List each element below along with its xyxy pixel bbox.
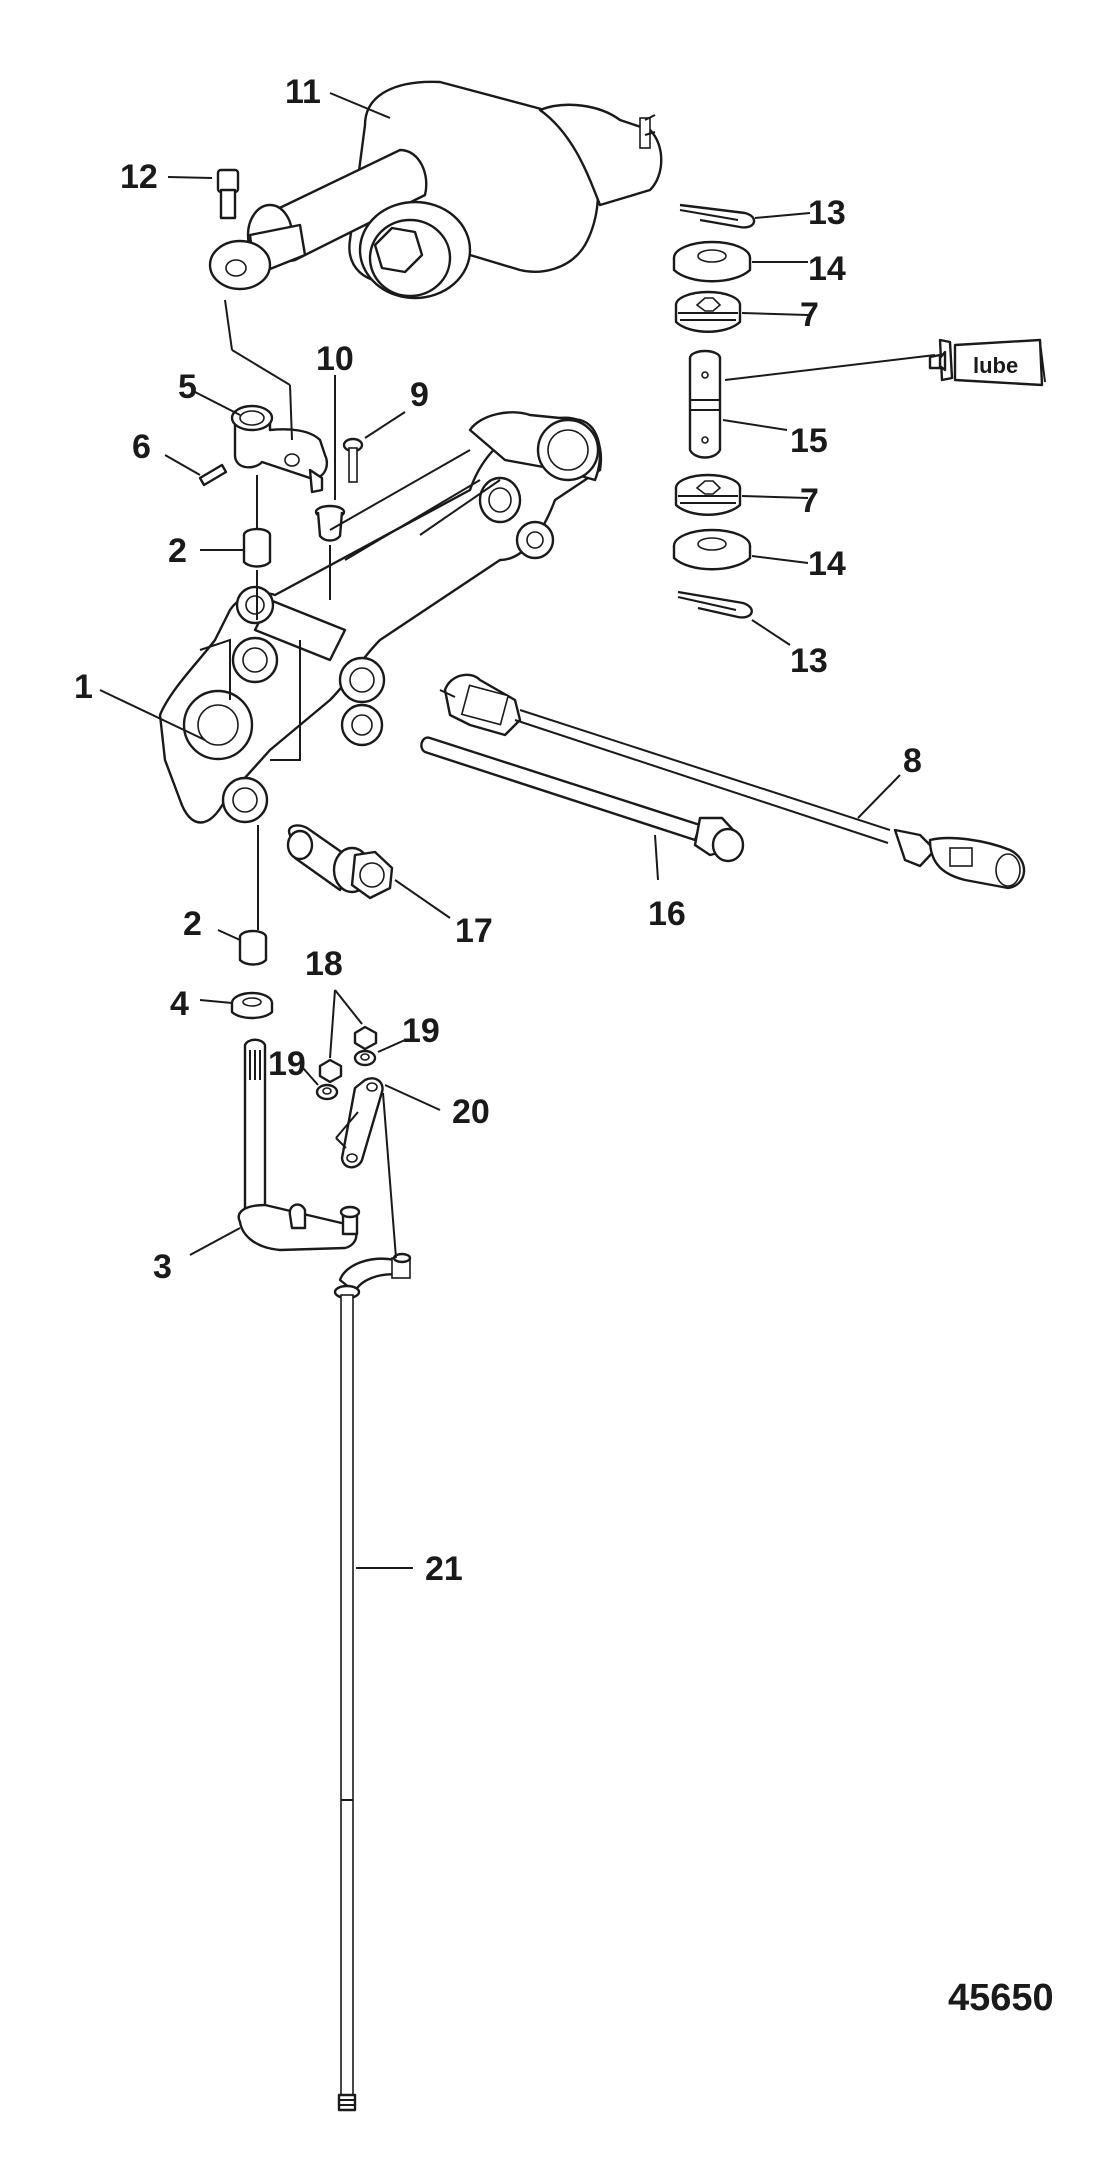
- part-13-cotter-pin-lower: [677, 590, 753, 619]
- callout-4: 4: [170, 985, 189, 1023]
- part-14-washer-upper: [672, 240, 752, 283]
- callout-15: 15: [790, 422, 828, 460]
- part-18-nut-left: [318, 1058, 343, 1084]
- part-9-screw: [342, 437, 364, 483]
- callout-13-upper: 13: [808, 194, 846, 232]
- callout-2-upper: 2: [168, 532, 187, 570]
- part-2-bushing-upper: [242, 527, 272, 568]
- callout-17: 17: [455, 912, 493, 950]
- part-4-washer: [230, 991, 274, 1020]
- callout-3: 3: [153, 1248, 172, 1286]
- callout-13-lower: 13: [790, 642, 828, 680]
- part-1-steering-bracket: [158, 411, 603, 824]
- callout-5: 5: [178, 368, 197, 406]
- callout-6: 6: [132, 428, 151, 466]
- part-12-bolt: [216, 168, 240, 220]
- part-18-nut-right: [353, 1025, 378, 1051]
- callout-19-left: 19: [268, 1045, 306, 1083]
- callout-11: 11: [285, 73, 321, 111]
- part-19-washer-left: [315, 1083, 339, 1101]
- callout-16: 16: [648, 895, 686, 933]
- part-16-long-bolt: [420, 736, 745, 863]
- callout-10: 10: [316, 340, 354, 378]
- part-19-washer-right: [353, 1049, 377, 1067]
- part-15-pin: [688, 349, 722, 459]
- figure-number: 45650: [948, 1977, 1054, 2019]
- part-10-bushing: [314, 504, 346, 542]
- part-11-actuator: [208, 80, 663, 300]
- callout-19-right: 19: [402, 1012, 440, 1050]
- leader-lines: [99, 92, 936, 1569]
- callout-14-upper: 14: [808, 250, 846, 288]
- callout-2-lower: 2: [183, 905, 202, 943]
- part-14-washer-lower: [672, 528, 752, 571]
- callout-8: 8: [903, 742, 922, 780]
- callout-1: 1: [74, 668, 93, 706]
- part-20-link: [340, 1077, 384, 1169]
- part-17-stud: [286, 824, 394, 900]
- part-5-lever-arm: [230, 404, 329, 494]
- lube-label: lube: [973, 353, 1018, 378]
- lube-tube: lube: [928, 338, 1046, 387]
- callout-labels: 11 12 13 14 7 10 5 9 15 6 7 2 14 13 1 8 …: [74, 73, 922, 1588]
- part-2-bushing-lower: [238, 929, 268, 966]
- part-6-pin: [198, 463, 228, 487]
- callout-18: 18: [305, 945, 343, 983]
- part-7-seal-upper: [674, 290, 742, 333]
- part-8-sensor-cable: [439, 673, 1026, 890]
- callout-20: 20: [452, 1093, 490, 1131]
- callout-12: 12: [120, 158, 158, 196]
- part-3-shift-shaft: [237, 1038, 361, 1252]
- part-13-cotter-pin-upper: [679, 203, 756, 229]
- callout-21: 21: [425, 1550, 463, 1588]
- callout-7-lower: 7: [800, 482, 819, 520]
- callout-9: 9: [410, 376, 429, 414]
- callout-14-lower: 14: [808, 545, 846, 583]
- callout-7-upper: 7: [800, 296, 819, 334]
- part-21-rod: [333, 1252, 412, 2112]
- part-7-seal-lower: [674, 473, 742, 516]
